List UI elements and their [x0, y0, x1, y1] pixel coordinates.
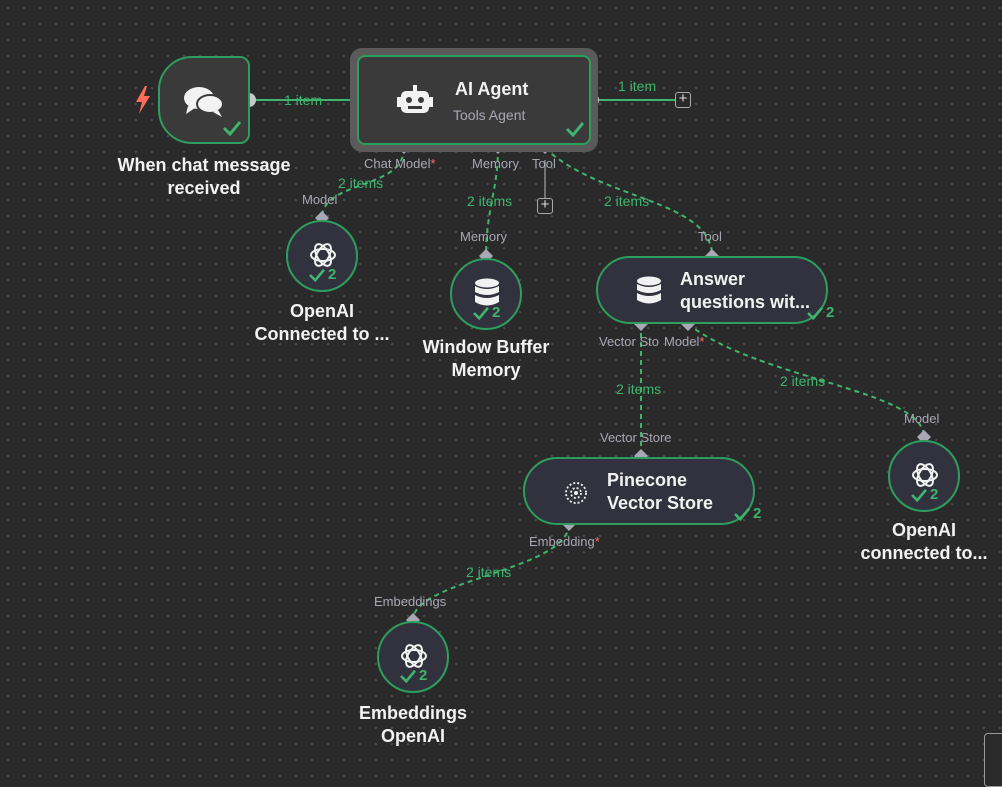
trigger-node[interactable]	[158, 56, 250, 144]
memory-node[interactable]: 2	[450, 258, 522, 330]
openai-model2-node[interactable]: 2	[888, 440, 960, 512]
success-check-icon	[222, 121, 242, 136]
port-label-vector-store-in: Vector Store	[600, 430, 672, 445]
edge-label-embedding: 2 items	[466, 564, 512, 580]
lightning-icon	[134, 86, 152, 119]
port-label-tool: Tool	[532, 156, 556, 171]
edge-label-vector-store: 2 items	[616, 381, 662, 397]
run-count: 2	[753, 505, 762, 522]
edge-embedding	[412, 523, 570, 621]
chat-bubbles-icon	[184, 87, 224, 117]
port-label-model-out: Model*	[664, 334, 705, 349]
run-count: 2	[328, 266, 337, 283]
edge-label-memory: 2 items	[467, 193, 513, 209]
openai-icon	[401, 644, 427, 668]
embeddings-openai-title: Embeddings OpenAI	[358, 703, 467, 746]
edge-model2	[687, 323, 925, 438]
agent-node[interactable]: AI Agent Tools Agent	[357, 55, 591, 145]
memory-node-title: Window Buffer Memory	[422, 337, 550, 380]
port-label-model-in2: Model	[904, 411, 940, 426]
success-check-icon	[309, 268, 326, 282]
pinecone-title: Pinecone Vector Store	[607, 470, 714, 513]
port-label-embedding-out: Embedding*	[529, 534, 600, 549]
add-tool-button[interactable]: +	[537, 197, 553, 214]
edge-tool	[544, 147, 713, 257]
agent-node-subtitle: Tools Agent	[453, 107, 526, 123]
answer-questions-tool-node[interactable]: Answer questions wit... 2	[596, 256, 834, 324]
edge-label-chat-model: 2 items	[338, 175, 384, 191]
edge-label-trigger-agent: 1 item	[284, 92, 323, 108]
port-label-vector-store-out: Vector Sto	[599, 334, 659, 349]
port-label-embeddings-in: Embeddings	[374, 594, 447, 609]
trigger-node-title: When chat message received	[117, 155, 291, 198]
robot-icon	[397, 85, 433, 113]
database-icon	[475, 278, 499, 306]
port-label-model: Model	[302, 192, 338, 207]
edge-label-model2: 2 items	[780, 373, 826, 389]
edge-label-agent-out: 1 item	[618, 78, 657, 94]
success-check-icon	[734, 507, 751, 521]
run-count: 2	[492, 304, 501, 321]
add-node-button[interactable]: +	[675, 91, 691, 108]
success-check-icon	[400, 669, 417, 683]
port-label-tool-in: Tool	[698, 229, 722, 244]
port-label-memory-in: Memory	[460, 229, 507, 244]
openai-chat-model-title: OpenAI Connected to ...	[254, 301, 390, 344]
success-check-icon	[807, 306, 824, 320]
run-count: 2	[826, 304, 835, 321]
openai-chat-model-node[interactable]: 2	[286, 220, 358, 292]
port-label-memory: Memory	[472, 156, 519, 171]
openai-icon	[310, 243, 336, 267]
success-check-icon	[565, 122, 585, 137]
run-count: 2	[419, 667, 428, 684]
port-label-chat-model: Chat Model*	[364, 156, 436, 171]
edge-chat-model	[321, 147, 405, 219]
success-check-icon	[473, 306, 490, 320]
edge-label-tool: 2 items	[604, 193, 650, 209]
pinecone-icon	[565, 482, 587, 504]
pinecone-vector-store-node[interactable]: Pinecone Vector Store 2	[523, 457, 761, 525]
database-icon	[637, 276, 661, 304]
embeddings-openai-node[interactable]: 2	[377, 621, 449, 693]
success-check-icon	[911, 488, 928, 502]
agent-node-title: AI Agent	[455, 79, 529, 99]
run-count: 2	[930, 486, 939, 503]
answer-questions-title: Answer questions wit...	[680, 269, 811, 312]
edge-memory	[485, 147, 499, 257]
openai-icon	[912, 463, 938, 487]
canvas-controls-panel[interactable]	[984, 733, 1002, 787]
openai-model2-title: OpenAI connected to...	[860, 520, 988, 563]
